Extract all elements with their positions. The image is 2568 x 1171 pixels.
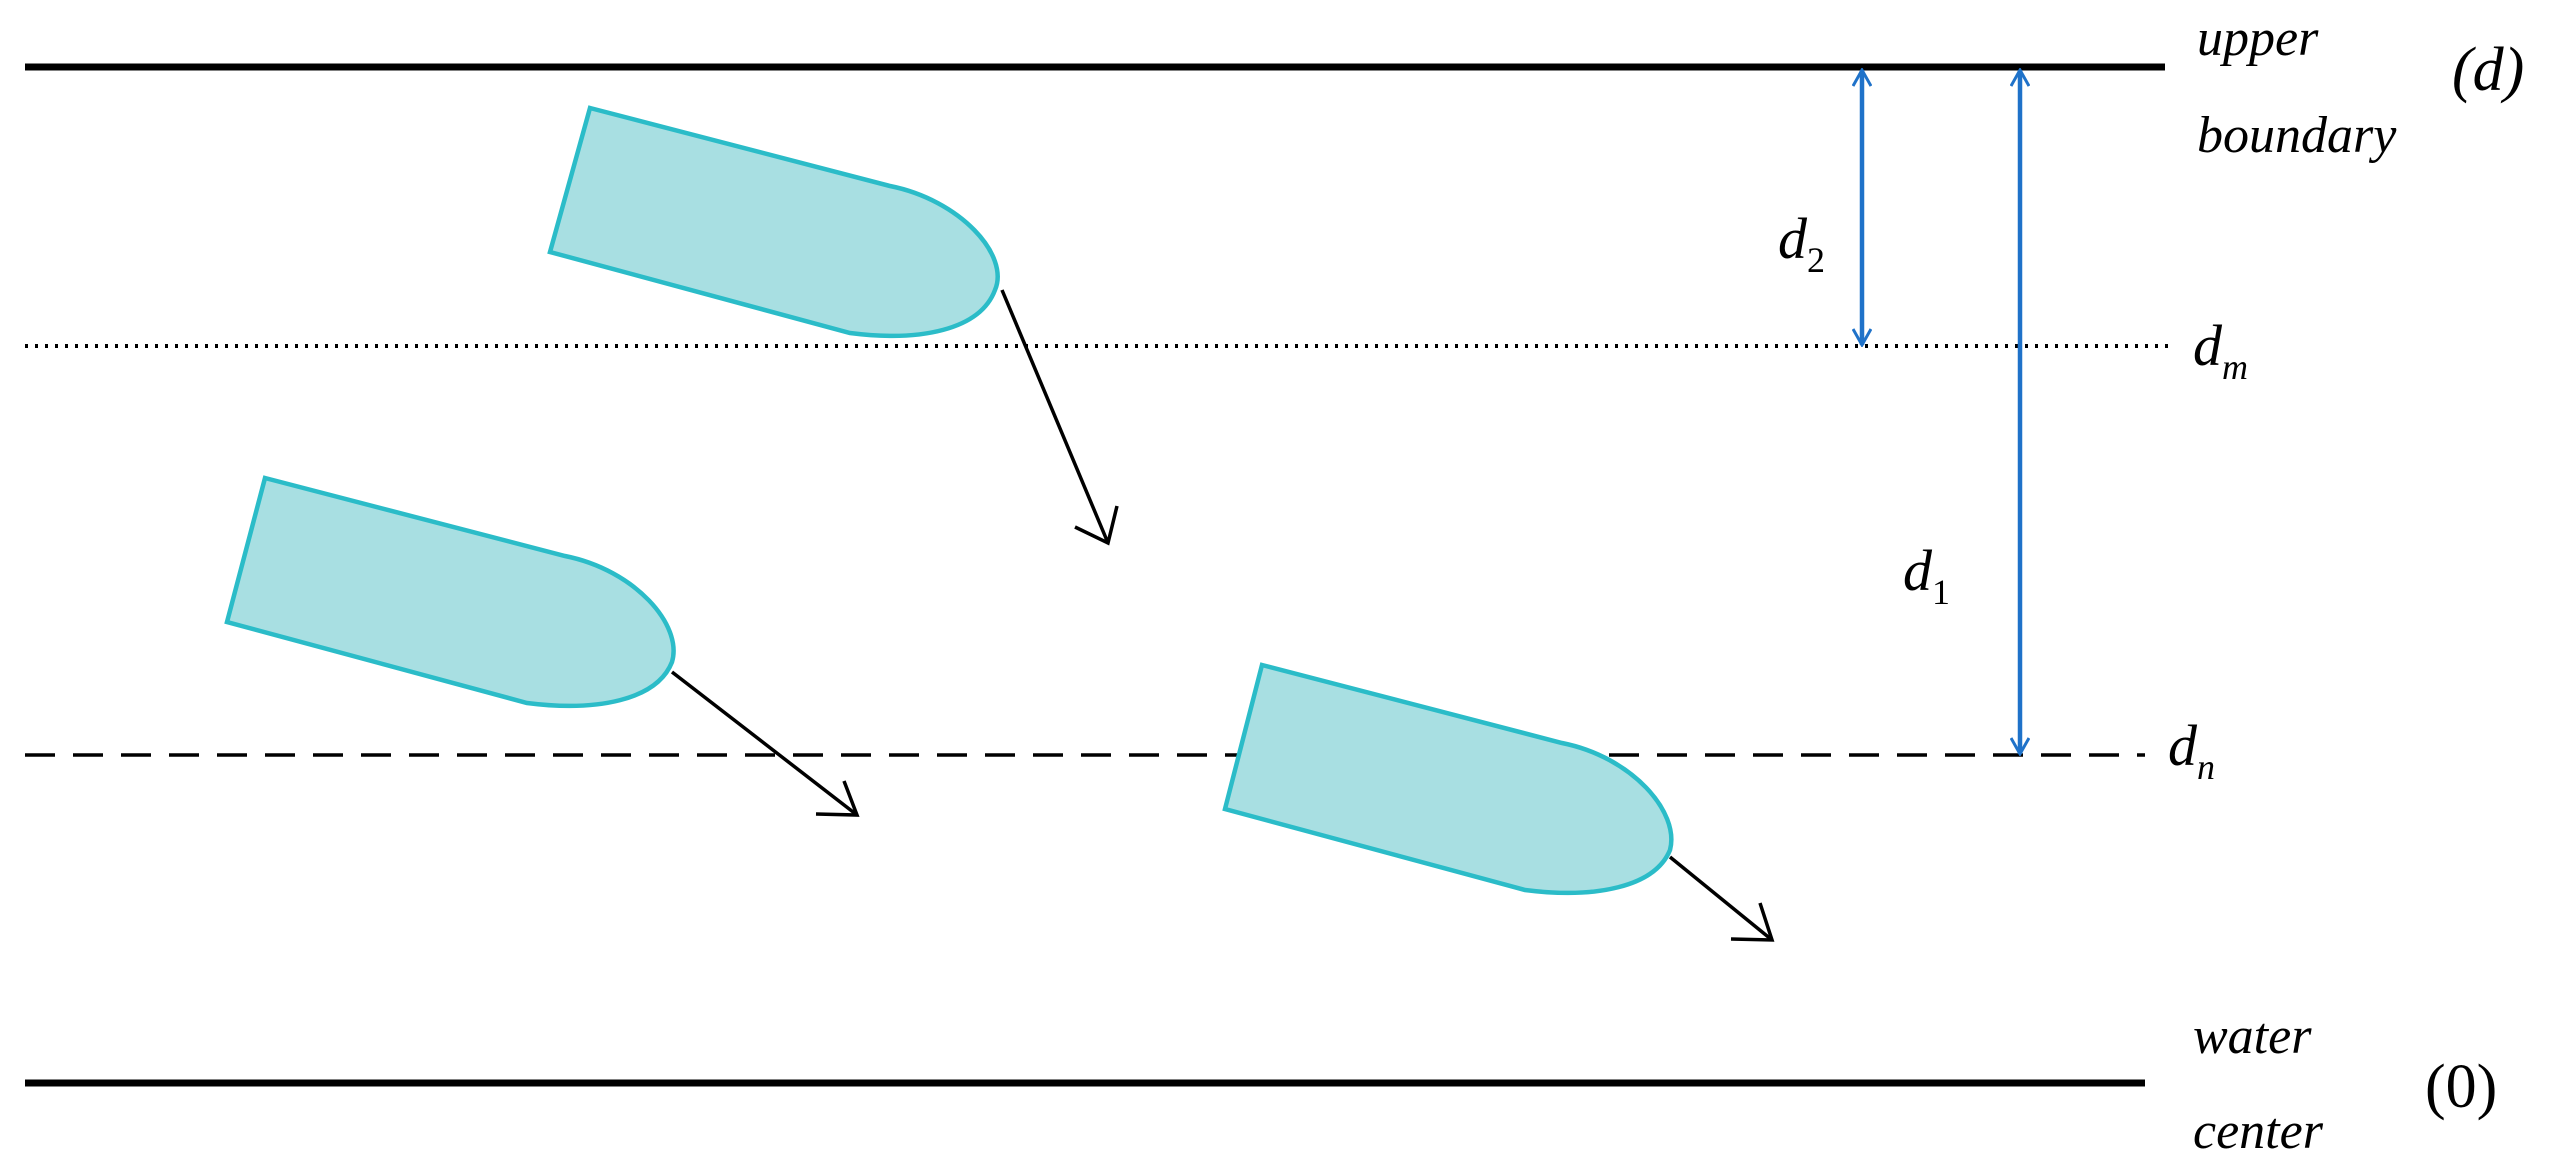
d2-label: d2: [1778, 206, 1825, 280]
water-center-label-line1: water: [2193, 1008, 2312, 1065]
ship-3-direction-arrow: [1668, 855, 1775, 942]
ship-1-direction-arrow: [1000, 289, 1119, 546]
upper-boundary-label-line2: boundary: [2197, 107, 2397, 164]
upper-boundary-label-line1: upper: [2197, 10, 2319, 67]
dn-label: dn: [2168, 713, 2215, 787]
dm-label: dm: [2193, 313, 2248, 387]
upper-boundary-value: (d): [2452, 36, 2524, 104]
ship-3: [1222, 662, 1674, 896]
d1-label: d1: [1903, 538, 1950, 612]
water-center-label-line2: center: [2193, 1103, 2324, 1160]
ship-1: [547, 105, 1000, 339]
water-center-value: (0): [2425, 1053, 2497, 1121]
ship-2-direction-arrow: [670, 670, 860, 817]
ship-2: [224, 475, 676, 709]
